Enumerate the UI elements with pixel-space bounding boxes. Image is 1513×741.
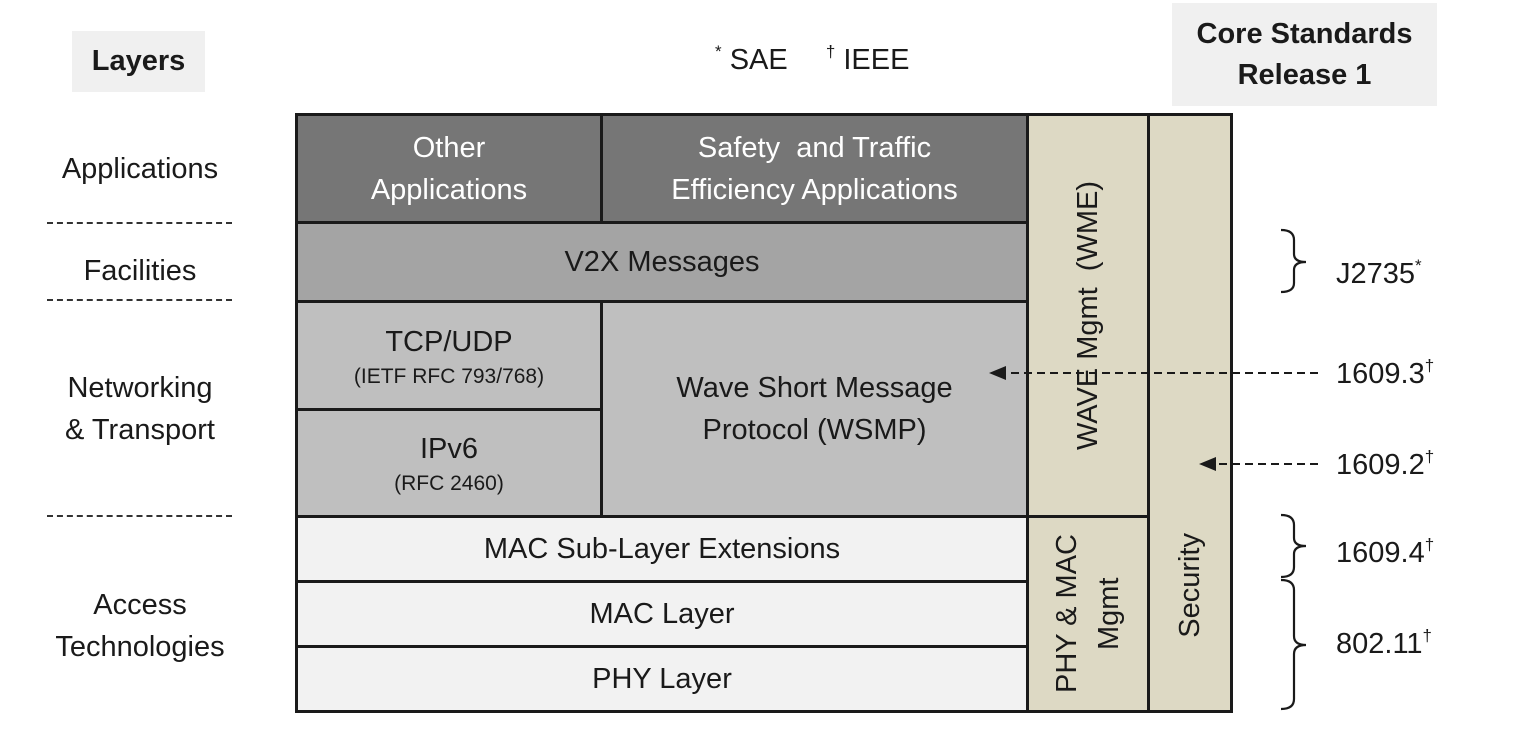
standard-802-11: 802.11† [1336,627,1432,661]
mac-layer-box: MAC Layer [295,580,1029,648]
legend-sae-label: SAE [729,44,788,76]
v2x-messages-label: V2X Messages [564,246,760,278]
legend-ieee-mark: † [825,42,836,61]
core-standards-header: Core Standards Release 1 [1172,3,1437,106]
phy-layer-label: PHY Layer [592,663,732,695]
layer-applications: Applications [40,148,240,190]
layer-facilities: Facilities [40,250,240,292]
layer-separator [47,222,232,224]
tcp-udp-ref: (IETF RFC 793/768) [353,364,545,388]
standard-1609-2: 1609.2† [1336,448,1434,482]
core-standards-title-line2: Release 1 [1237,58,1372,91]
other-applications-line1: Other [412,131,486,164]
legend-ieee-label: IEEE [843,44,910,76]
wsmp-line1: Wave Short Message [676,372,953,404]
standard-name: 1609.3 [1336,358,1425,390]
layer-access-line1: Access [93,589,187,621]
layers-header: Layers [72,31,205,92]
standard-mark: † [1424,447,1435,466]
phy-layer-box: PHY Layer [295,645,1029,713]
phy-mac-management-label: PHY & MAC Mgmt [1046,534,1130,693]
brace-802-11 [1280,578,1307,711]
brace-1609-4 [1280,513,1307,579]
security-box: Security [1147,113,1233,713]
other-applications-box: Other Applications [295,113,603,224]
layer-separator [47,515,232,517]
legend: * SAE † IEEE [715,42,910,77]
standard-1609-4: 1609.4† [1336,536,1434,570]
layer-networking: Networking & Transport [40,367,240,451]
wsmp-line2: Protocol (WSMP) [702,414,927,446]
wsmp-box: Wave Short Message Protocol (WSMP) [600,300,1029,518]
standard-mark: † [1422,626,1433,645]
layer-applications-label: Applications [61,153,219,185]
legend-sae-mark: * [715,42,722,61]
wave-management-label: WAVE Mgmt (WME) [1072,180,1104,451]
standard-1609-3: 1609.3† [1336,357,1434,391]
phy-mac-management-line1: PHY & MAC [1051,534,1083,694]
ipv6-box: IPv6 (RFC 2460) [295,408,603,518]
v2x-messages-box: V2X Messages [295,221,1029,303]
layer-access: Access Technologies [40,584,240,668]
standard-j2735: J2735* [1336,257,1422,291]
phy-mac-management-box: PHY & MAC Mgmt [1026,515,1150,713]
wave-management-box: WAVE Mgmt (WME) [1026,113,1150,518]
layer-separator [47,299,232,301]
brace-j2735 [1280,228,1307,294]
layer-networking-line1: Networking [67,372,213,404]
layer-networking-line2: & Transport [65,414,215,446]
ipv6-label: IPv6 [419,433,479,465]
mac-sublayer-extensions-box: MAC Sub-Layer Extensions [295,515,1029,583]
security-label: Security [1174,533,1206,638]
standard-mark: † [1424,356,1435,375]
tcp-udp-box: TCP/UDP (IETF RFC 793/768) [295,300,603,411]
safety-traffic-line2: Efficiency Applications [671,173,958,206]
standard-name: 1609.4 [1336,537,1425,569]
phy-mac-management-line2: Mgmt [1093,577,1125,651]
core-standards-title-line1: Core Standards [1196,17,1413,50]
mac-sublayer-extensions-label: MAC Sub-Layer Extensions [483,533,841,565]
other-applications-line2: Applications [370,173,528,206]
safety-traffic-apps-box: Safety and Traffic Efficiency Applicatio… [600,113,1029,224]
standard-mark: † [1424,535,1435,554]
layer-facilities-label: Facilities [83,255,197,287]
mac-layer-label: MAC Layer [589,598,735,630]
layer-access-line2: Technologies [55,631,225,663]
standard-name: 802.11 [1336,628,1423,660]
ipv6-ref: (RFC 2460) [394,472,504,495]
standard-mark: * [1415,256,1422,275]
standard-name: J2735 [1336,258,1416,290]
safety-traffic-line1: Safety and Traffic [697,131,932,164]
tcp-udp-label: TCP/UDP [385,325,513,358]
standard-name: 1609.2 [1336,449,1425,481]
layers-header-label: Layers [91,45,186,77]
